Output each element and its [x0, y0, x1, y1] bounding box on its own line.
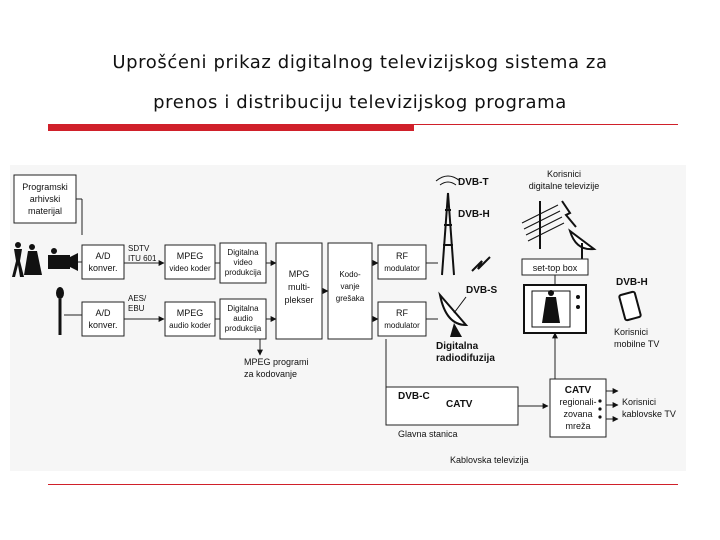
rf-modulator-bottom: RF modulator: [377, 301, 427, 337]
sdtv-label-1: SDTV: [128, 244, 150, 253]
tv-system-diagram: Programski arhivski materijal A/D konver…: [10, 165, 686, 471]
dvbs-label: DVB-S: [466, 285, 497, 296]
tv-set-icon: [523, 284, 587, 334]
mpeg-audio-label-2: audio koder: [169, 321, 211, 330]
headend-label: Glavna stanica: [398, 429, 458, 439]
mpeg-video-label-2: video koder: [169, 264, 211, 273]
users-mobile-label-2: mobilne TV: [614, 339, 659, 349]
cable-users-label-2: kablovske TV: [622, 409, 676, 419]
archive-label-2: arhivski: [30, 194, 61, 204]
archive-label-1: Programski: [22, 182, 68, 192]
coding-label-3: grešaka: [336, 294, 365, 303]
microphone-icon: [56, 287, 64, 335]
users-dtv-label-1: Korisnici: [547, 169, 581, 179]
mpeg-audio-coder: MPEG audio koder: [164, 301, 216, 337]
set-top-box: set-top box: [521, 258, 589, 276]
mpeg-programs-label-1: MPEG programi: [244, 357, 309, 367]
catv-dot-2: [598, 407, 602, 411]
mux-label-2: multi-: [288, 282, 310, 292]
ad-audio-label-2: konver.: [88, 320, 117, 330]
dvbh-right-label: DVB-H: [616, 277, 648, 288]
catv-dot-3: [598, 415, 602, 419]
dig-video-label-2: video: [233, 258, 253, 267]
cable-users-label-1: Korisnici: [622, 397, 656, 407]
dvbc-label: DVB-C: [398, 391, 430, 402]
satellite-dish-icon: [438, 291, 469, 337]
video-camera-icon: [48, 248, 78, 271]
ad-video-label-1: A/D: [95, 251, 111, 261]
headend-box: [385, 386, 519, 426]
settop-label: set-top box: [533, 263, 578, 273]
users-dtv-label-2: digitalne televizije: [529, 181, 600, 191]
mpeg-programs-label-2: za kodovanje: [244, 369, 297, 379]
ad-converter-video: A/D konver.: [81, 244, 125, 280]
accent-thin-rule-bottom: [48, 484, 678, 485]
digital-audio-production: Digitalna audio produkcija: [219, 298, 267, 340]
receiving-antenna-icon: [521, 201, 565, 249]
radio-label-1: Digitalna: [436, 341, 479, 352]
accent-red-bar: [48, 124, 414, 131]
radio-label-2: radiodifuzija: [436, 353, 495, 364]
page-title-line-2: prenos i distribuciju televizijskog prog…: [153, 92, 567, 113]
catv-network-box: CATV regionali- zovana mreža: [549, 378, 607, 438]
dancers-icon: [12, 242, 42, 277]
ad-audio-label-1: A/D: [95, 308, 111, 318]
signal-lightning-icon: [561, 200, 577, 228]
tower-lightning-icon: [471, 256, 491, 272]
error-coding-box: Kodo- vanje grešaka: [327, 242, 373, 340]
catv-net-label-2: regionali-: [559, 397, 596, 407]
rf-bottom-label-2: modulator: [384, 321, 420, 330]
transmitter-tower-icon: [435, 175, 461, 276]
digital-video-production: Digitalna video produkcija: [219, 242, 267, 284]
archive-box: Programski arhivski materijal: [13, 174, 77, 224]
small-dish-icon: [568, 228, 597, 259]
mpg-multiplexer: MPG multi- plekser: [275, 242, 323, 340]
aes-label-1: AES/: [128, 294, 147, 303]
catv-dot-1: [598, 399, 602, 403]
catv-net-label-1: CATV: [565, 385, 592, 396]
rf-modulator-top: RF modulator: [377, 244, 427, 280]
archive-label-3: materijal: [28, 206, 62, 216]
dig-video-label-1: Digitalna: [227, 248, 259, 257]
mpeg-audio-label-1: MPEG: [177, 308, 204, 318]
mpeg-video-coder: MPEG video koder: [164, 244, 216, 280]
ad-video-label-2: konver.: [88, 263, 117, 273]
dvbh-top-label: DVB-H: [458, 209, 490, 220]
coding-label-1: Kodo-: [339, 270, 361, 279]
page-title-line-1: Uprošćeni prikaz digitalnog televizijsko…: [112, 52, 608, 73]
sdtv-label-2: ITU 601: [128, 254, 157, 263]
cable-tv-label: Kablovska televizija: [450, 455, 529, 465]
mobile-phone-icon: [618, 290, 642, 322]
ad-converter-audio: A/D konver.: [81, 301, 125, 337]
dig-audio-label-1: Digitalna: [227, 304, 259, 313]
mux-label-3: plekser: [284, 295, 313, 305]
catv-net-label-4: mreža: [565, 421, 590, 431]
rf-bottom-label-1: RF: [396, 308, 408, 318]
dvbt-label: DVB-T: [458, 177, 489, 188]
mpeg-video-label-1: MPEG: [177, 251, 204, 261]
aes-label-2: EBU: [128, 304, 145, 313]
rf-top-label-1: RF: [396, 251, 408, 261]
mux-label-1: MPG: [289, 269, 310, 279]
dig-audio-label-3: produkcija: [225, 324, 262, 333]
coding-label-2: vanje: [340, 282, 360, 291]
catv-net-label-3: zovana: [563, 409, 592, 419]
users-mobile-label-1: Korisnici: [614, 327, 648, 337]
rf-top-label-2: modulator: [384, 264, 420, 273]
dig-video-label-3: produkcija: [225, 268, 262, 277]
dig-audio-label-2: audio: [233, 314, 253, 323]
catv-label: CATV: [446, 399, 473, 410]
